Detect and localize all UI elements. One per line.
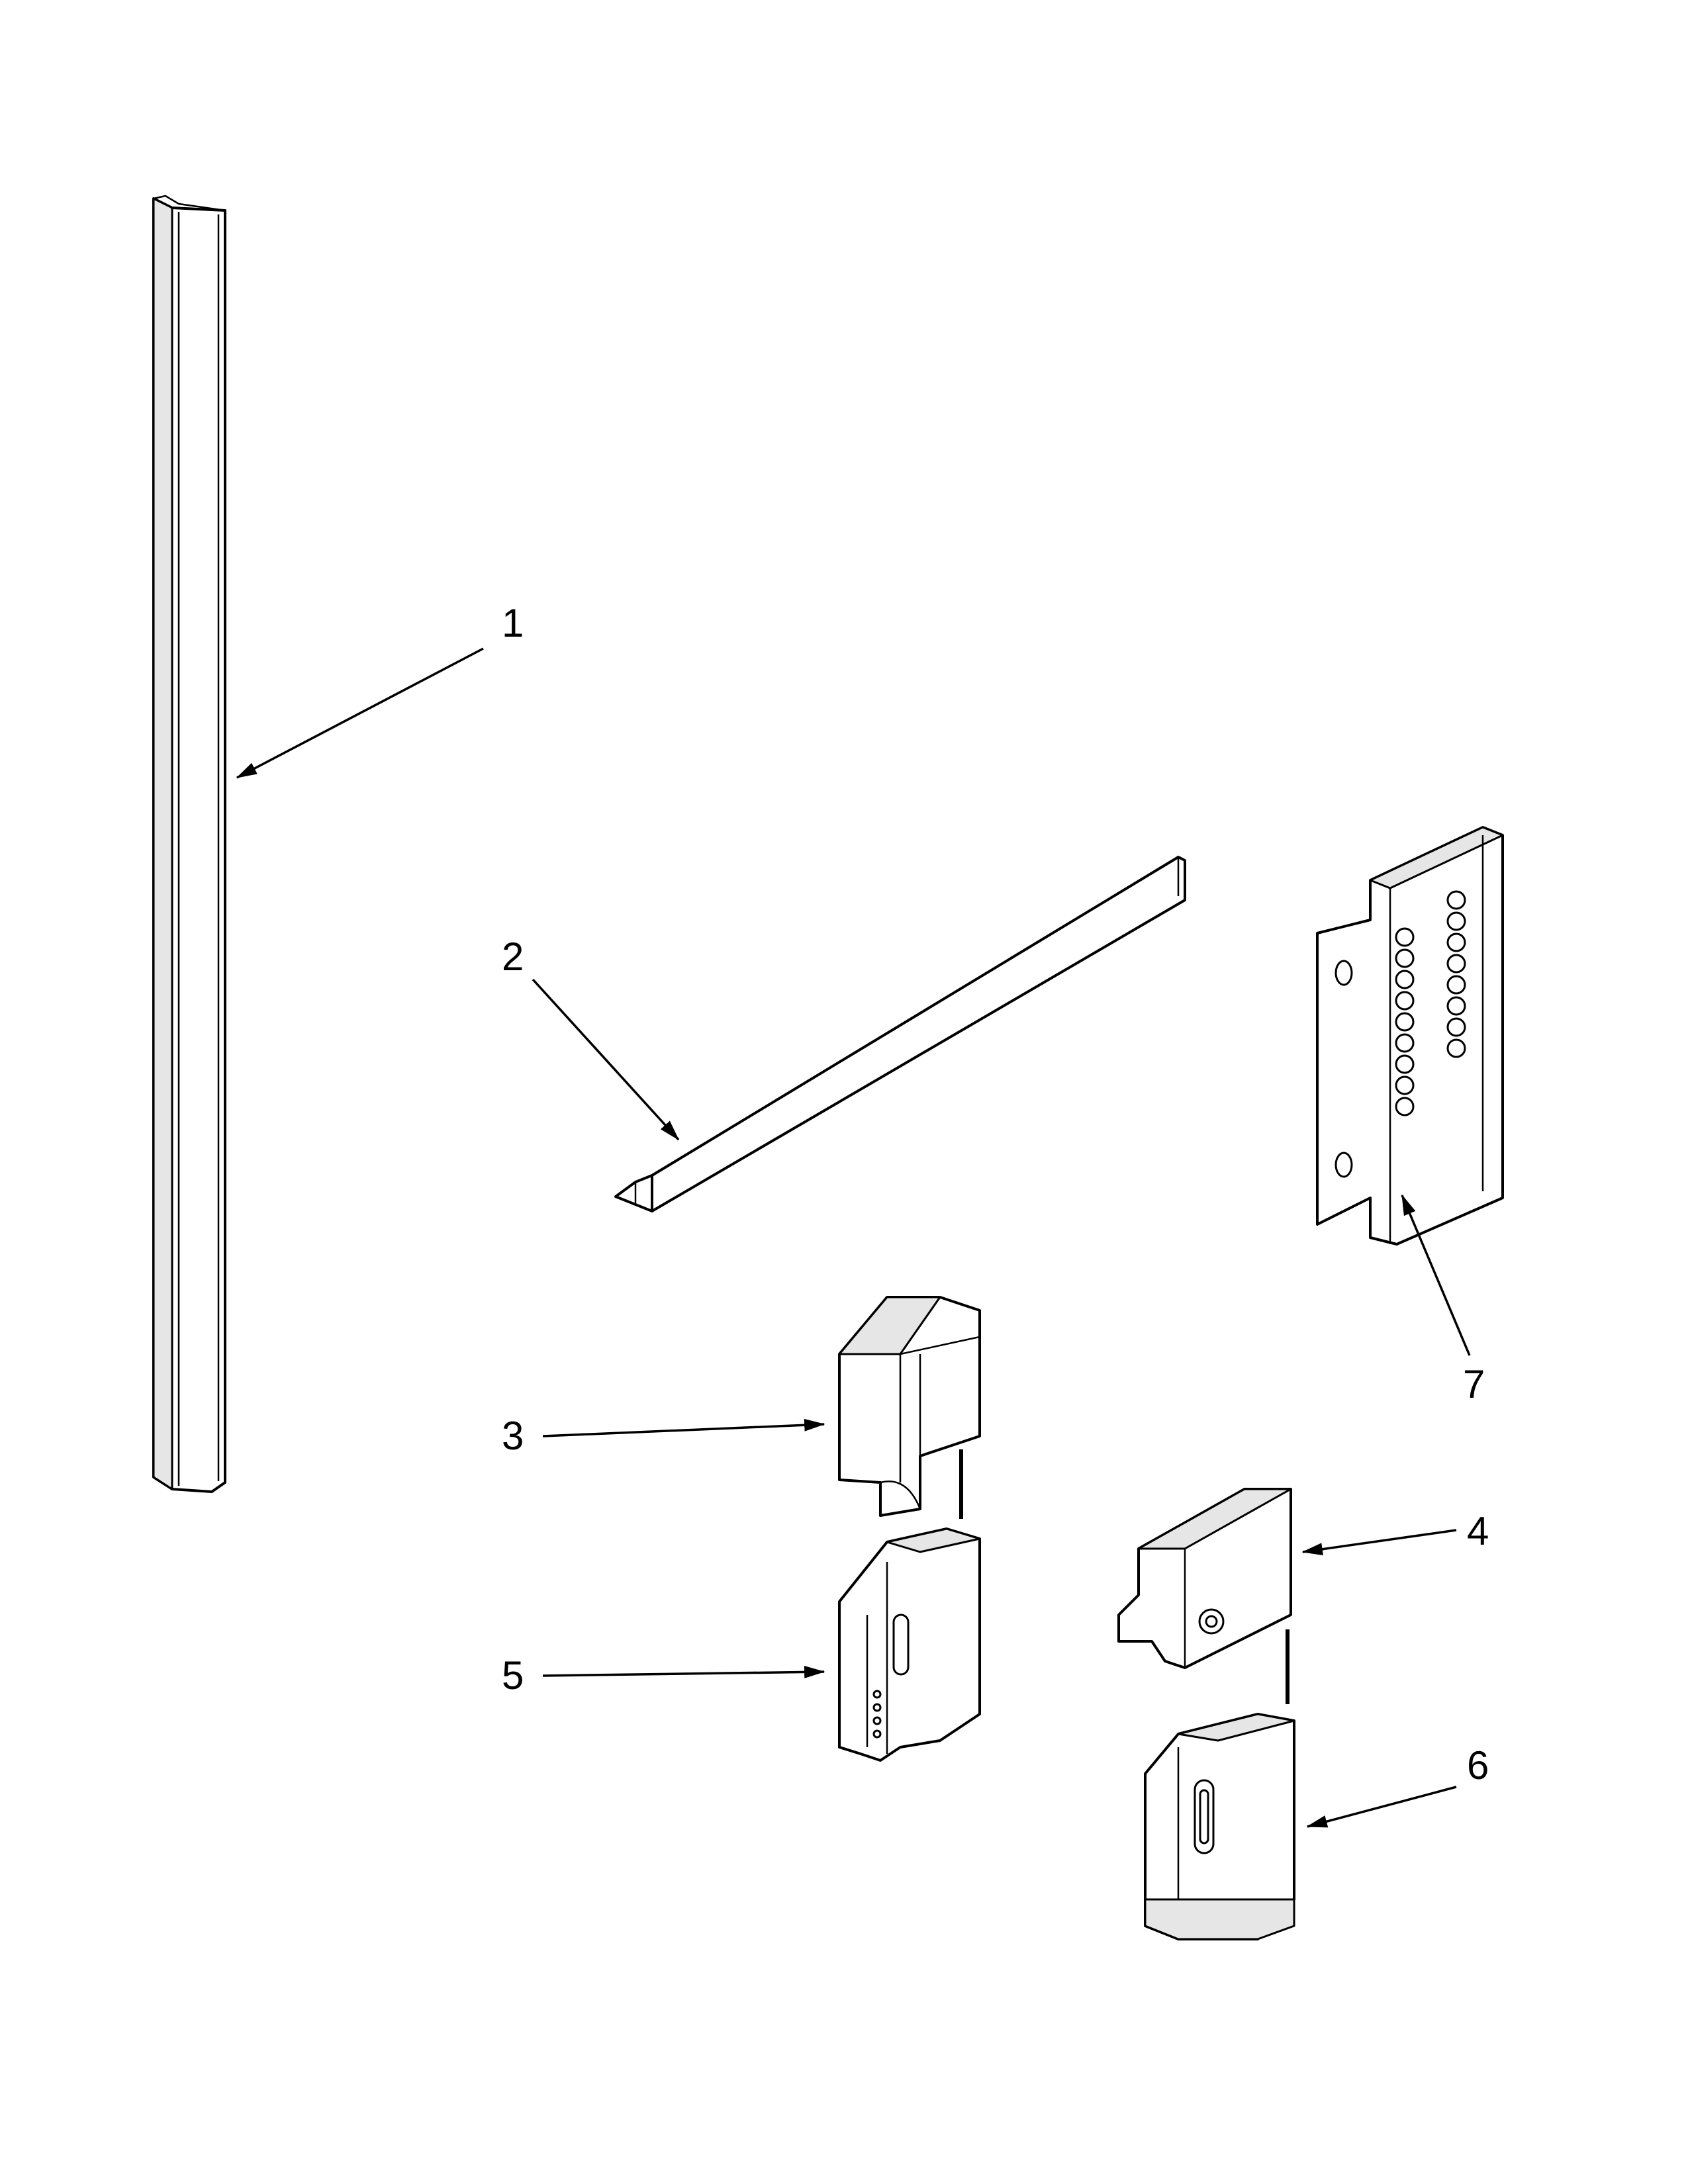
- callout-3: 3: [502, 1414, 524, 1458]
- callout-2: 2: [502, 934, 524, 979]
- leader-4: [1301, 1529, 1457, 1556]
- leader-6: [1306, 1786, 1457, 1828]
- part-5-lower-clip: [838, 1527, 981, 1762]
- callout-4: 4: [1467, 1509, 1489, 1553]
- callout-1: 1: [502, 601, 524, 645]
- leader-1: [236, 647, 484, 779]
- leader-2: [532, 978, 680, 1141]
- callout-7: 7: [1463, 1362, 1485, 1406]
- part-3-upper-clip: [838, 1296, 981, 1517]
- part-1-vertical-trim: [152, 195, 226, 1493]
- part-6-lower-side-clip: [1144, 1713, 1295, 1940]
- part-7-mounting-bracket: [1316, 826, 1504, 1246]
- callout-6: 6: [1467, 1743, 1489, 1788]
- leader-3: [542, 1418, 825, 1437]
- callout-5: 5: [502, 1653, 524, 1698]
- leader-5: [542, 1665, 825, 1678]
- part-2-angle-strip: [614, 856, 1186, 1212]
- part-4-side-clip: [1117, 1488, 1292, 1669]
- bracket-hole-column-left: [1395, 927, 1415, 1116]
- bracket-hole-column-right: [1446, 890, 1466, 1058]
- leader-7: [1401, 1194, 1471, 1356]
